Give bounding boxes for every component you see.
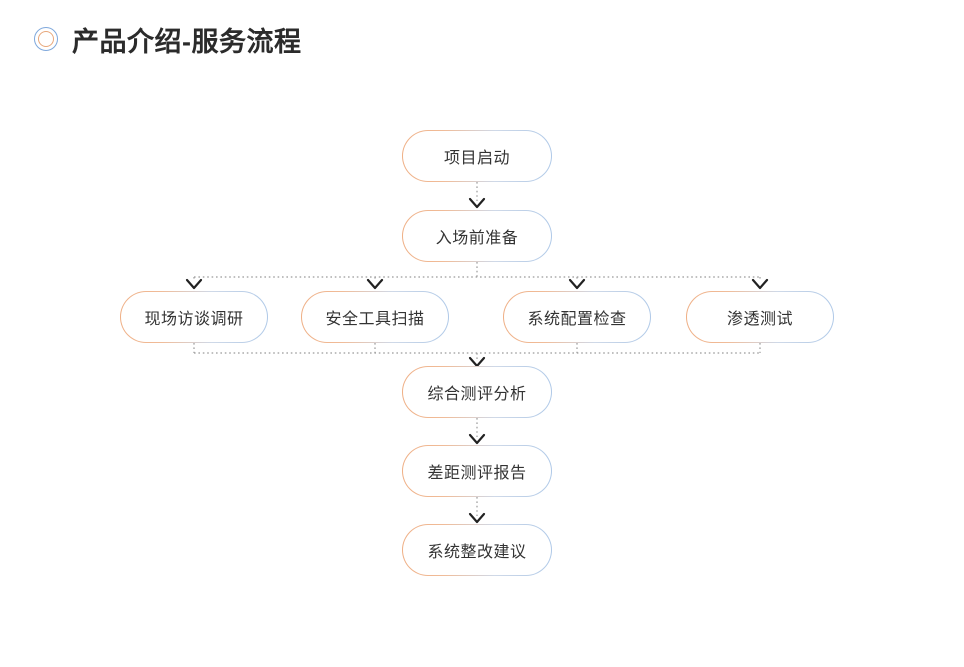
flow-node-label: 综合测评分析 <box>427 386 527 403</box>
page-title: 产品介绍-服务流程 <box>72 27 302 57</box>
flow-node-scan[interactable]: 安全工具扫描 <box>301 291 449 343</box>
arrowhead-config <box>568 278 586 290</box>
arrowhead-prep <box>468 197 486 209</box>
arrowhead-report <box>468 433 486 445</box>
ring-outer-icon <box>34 26 58 51</box>
flow-node-label: 系统整改建议 <box>427 544 527 561</box>
arrowhead-pentest <box>751 278 769 290</box>
double-ring-icon <box>34 26 60 53</box>
flow-node-prep[interactable]: 入场前准备 <box>402 210 552 262</box>
arrowhead-analyze <box>468 356 486 368</box>
flow-node-label: 现场访谈调研 <box>144 311 244 328</box>
flow-node-advice[interactable]: 系统整改建议 <box>402 524 552 576</box>
flow-node-label: 系统配置检查 <box>527 311 627 328</box>
flow-node-label: 项目启动 <box>443 150 510 167</box>
flow-node-report[interactable]: 差距测评报告 <box>402 445 552 497</box>
flow-node-config[interactable]: 系统配置检查 <box>503 291 651 343</box>
arrowhead-advice <box>468 512 486 524</box>
flow-node-label: 差距测评报告 <box>427 465 527 482</box>
arrowhead-interview <box>185 278 203 290</box>
arrowhead-scan <box>366 278 384 290</box>
ring-inner-icon <box>38 30 54 47</box>
flow-node-start[interactable]: 项目启动 <box>402 130 552 182</box>
flow-node-label: 渗透测试 <box>726 311 793 328</box>
flow-node-label: 入场前准备 <box>435 230 519 247</box>
flow-node-label: 安全工具扫描 <box>325 311 425 328</box>
flow-node-interview[interactable]: 现场访谈调研 <box>120 291 268 343</box>
page-title-bar: 产品介绍-服务流程 <box>34 20 302 59</box>
flow-node-pentest[interactable]: 渗透测试 <box>686 291 834 343</box>
flow-node-analyze[interactable]: 综合测评分析 <box>402 366 552 418</box>
